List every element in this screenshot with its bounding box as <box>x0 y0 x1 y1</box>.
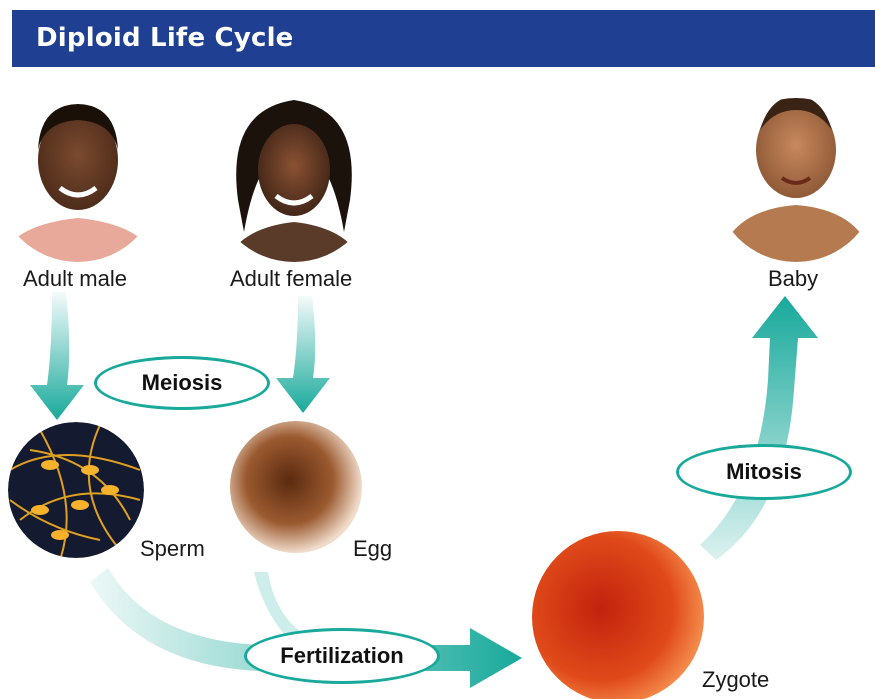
arrow-male-to-sperm <box>30 292 84 420</box>
process-fertilization: Fertilization <box>244 628 440 684</box>
process-mitosis-label: Mitosis <box>726 459 802 485</box>
process-meiosis: Meiosis <box>94 356 270 410</box>
adult-male-photo <box>0 95 170 265</box>
baby-photo <box>705 95 875 265</box>
process-fertilization-label: Fertilization <box>280 643 403 669</box>
zygote-photo <box>532 531 704 699</box>
label-sperm: Sperm <box>140 536 205 562</box>
process-meiosis-label: Meiosis <box>142 370 223 396</box>
label-adult-female: Adult female <box>230 266 352 292</box>
label-adult-male: Adult male <box>23 266 127 292</box>
arrow-female-to-egg <box>276 296 330 413</box>
label-baby: Baby <box>768 266 818 292</box>
arrow-zygote-to-baby <box>700 296 818 560</box>
process-mitosis: Mitosis <box>676 444 852 500</box>
adult-female-photo <box>200 95 390 265</box>
label-egg: Egg <box>353 536 392 562</box>
egg-photo <box>230 421 362 553</box>
sperm-photo <box>8 422 144 560</box>
label-zygote: Zygote <box>702 667 769 693</box>
